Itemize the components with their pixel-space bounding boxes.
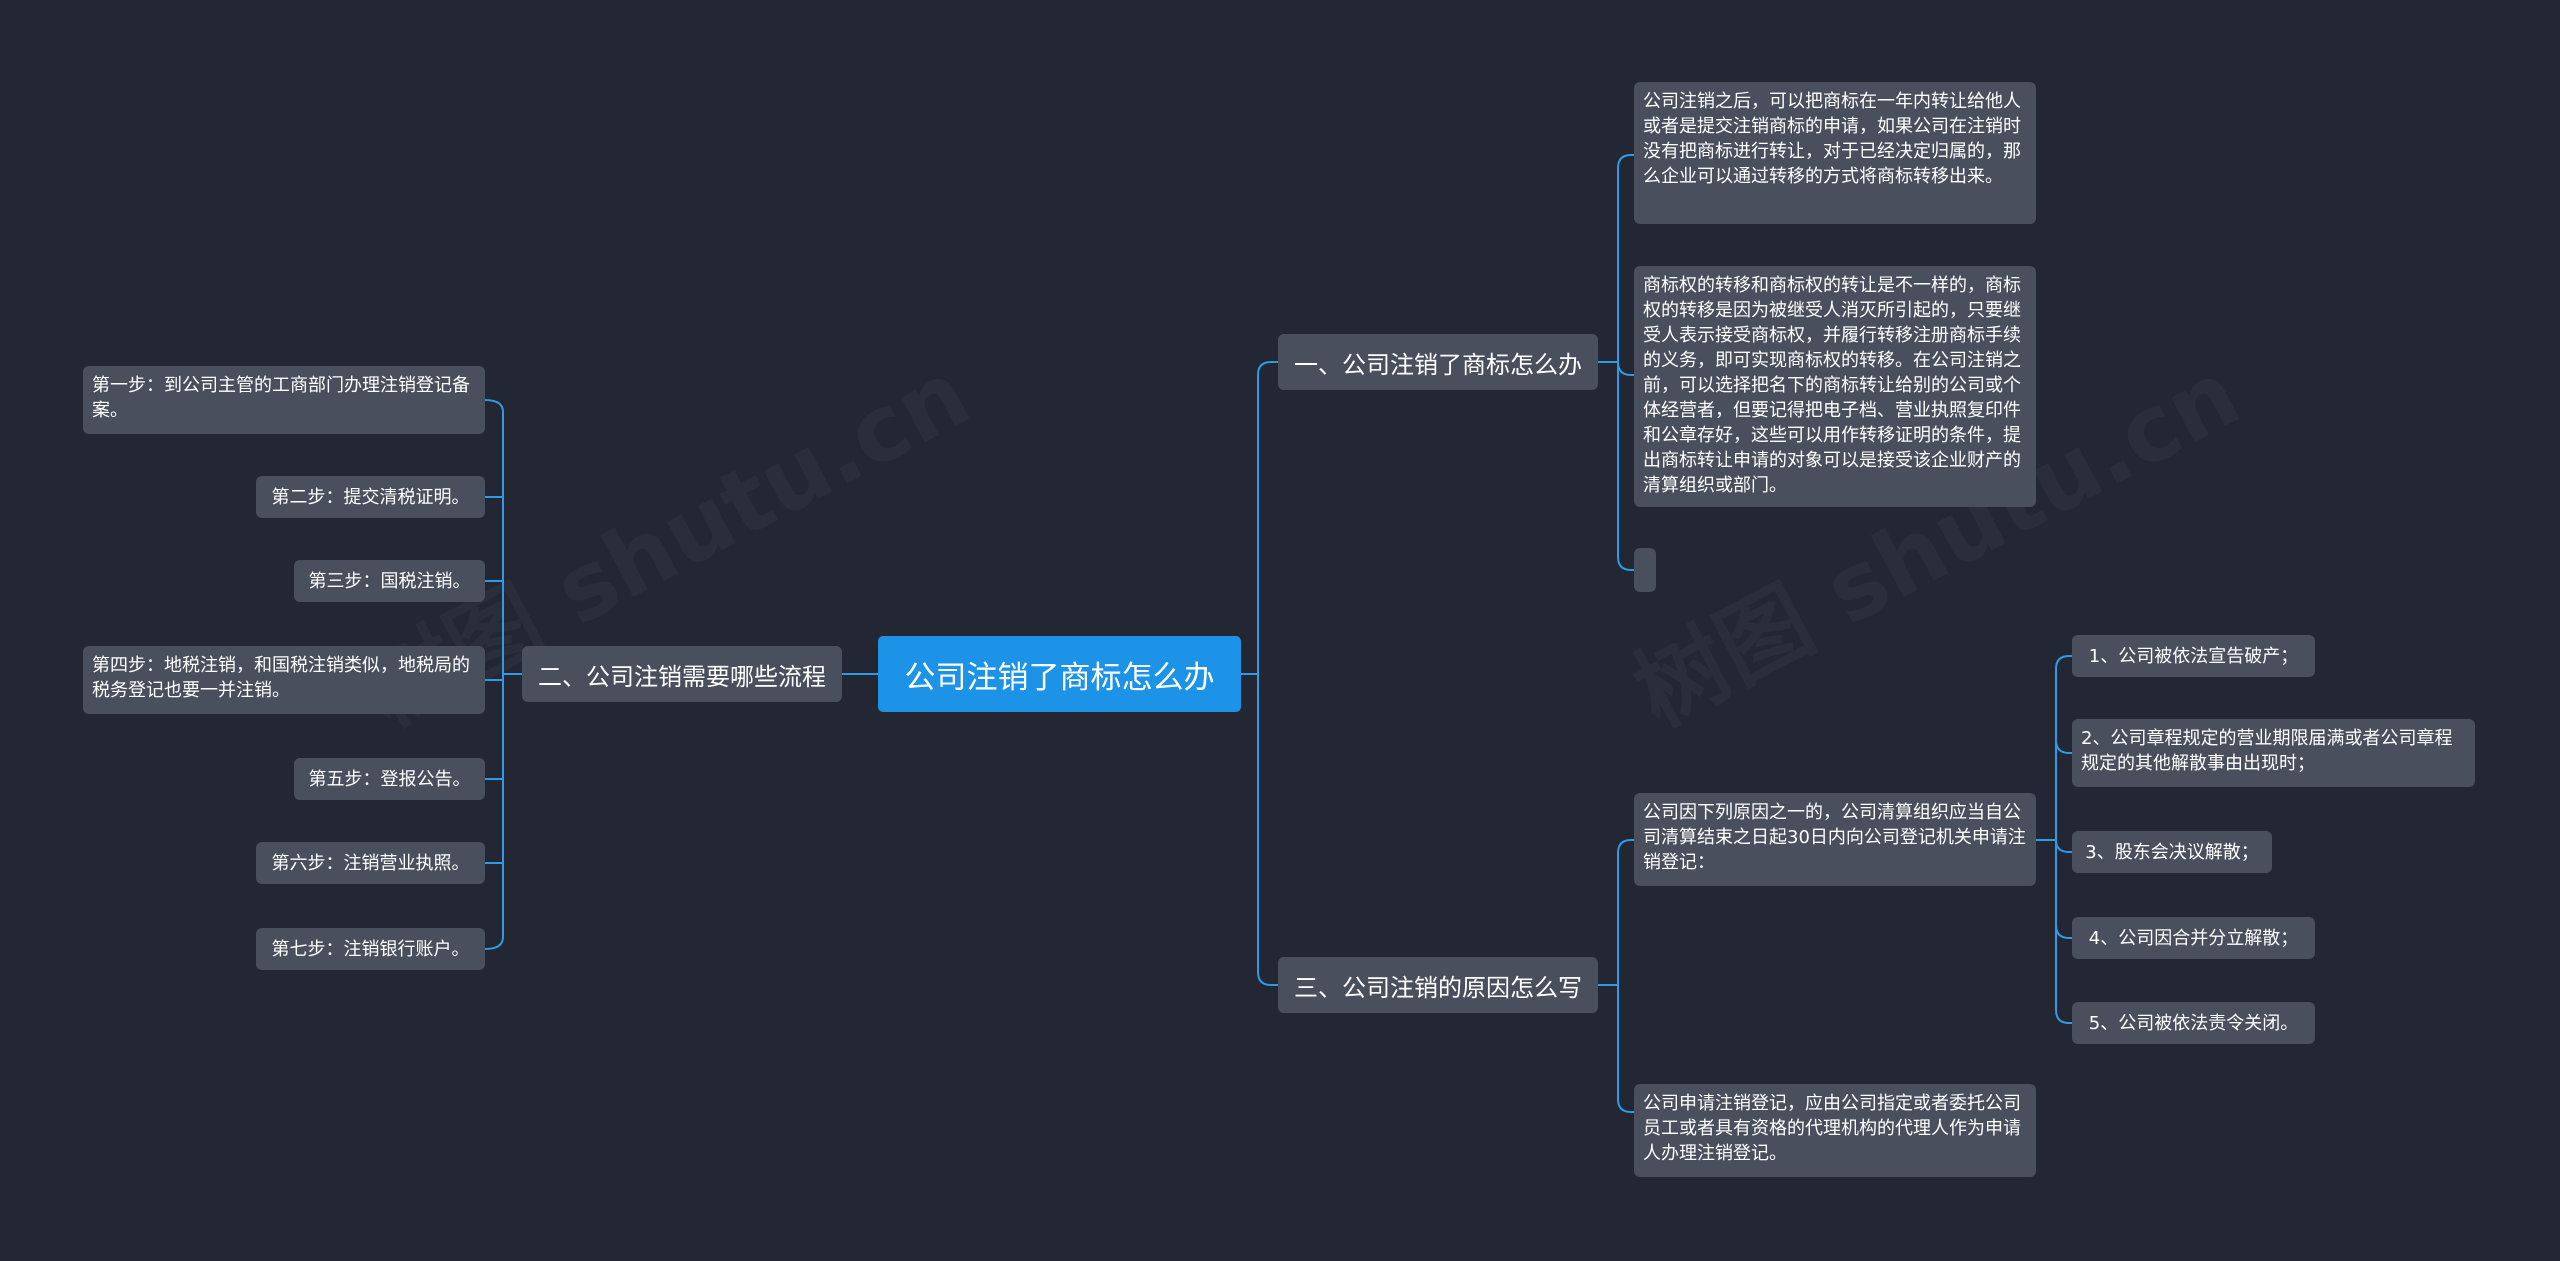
connector-b1-leaves [1598, 154, 1634, 571]
branch-deregistration-reasons[interactable]: 三、公司注销的原因怎么写 [1278, 957, 1598, 1013]
connector-b2-steps [484, 399, 522, 950]
connector-root-b3 [1257, 674, 1278, 986]
leaf-step-4[interactable]: 第四步：地税注销，和国税注销类似，地税局的税务登记也要一并注销。 [83, 646, 485, 714]
root-topic[interactable]: 公司注销了商标怎么办 [878, 636, 1241, 712]
leaf-trademark-transfer-detail[interactable]: 商标权的转移和商标权的转让是不一样的，商标权的转移是因为被继受人消灭所引起的，只… [1634, 266, 2036, 507]
leaf-reason-2[interactable]: 2、公司章程规定的营业期限届满或者公司章程规定的其他解散事由出现时； [2072, 719, 2475, 787]
connector-b3-leaves [1598, 839, 1634, 1113]
leaf-step-5[interactable]: 第五步：登报公告。 [294, 758, 485, 800]
leaf-step-7[interactable]: 第七步：注销银行账户。 [256, 928, 485, 970]
leaf-reason-4[interactable]: 4、公司因合并分立解散； [2072, 917, 2315, 959]
leaf-applicant[interactable]: 公司申请注销登记，应由公司指定或者委托公司员工或者具有资格的代理机构的代理人作为… [1634, 1084, 2036, 1177]
connector-reasons [2036, 655, 2072, 1024]
leaf-reason-1[interactable]: 1、公司被依法宣告破产； [2072, 635, 2315, 677]
leaf-step-3[interactable]: 第三步：国税注销。 [294, 560, 485, 602]
leaf-step-2[interactable]: 第二步：提交清税证明。 [256, 476, 485, 518]
branch-trademark-handling[interactable]: 一、公司注销了商标怎么办 [1278, 334, 1598, 390]
leaf-step-6[interactable]: 第六步：注销营业执照。 [256, 842, 485, 884]
leaf-reason-3[interactable]: 3、股东会决议解散； [2072, 831, 2272, 873]
leaf-step-1[interactable]: 第一步：到公司主管的工商部门办理注销登记备案。 [83, 366, 485, 434]
leaf-reason-5[interactable]: 5、公司被依法责令关闭。 [2072, 1002, 2315, 1044]
leaf-reasons-intro[interactable]: 公司因下列原因之一的，公司清算组织应当自公司清算结束之日起30日内向公司登记机关… [1634, 793, 2036, 886]
leaf-empty[interactable] [1634, 548, 1656, 592]
leaf-trademark-transfer[interactable]: 公司注销之后，可以把商标在一年内转让给他人或者是提交注销商标的申请，如果公司在注… [1634, 82, 2036, 224]
connector-root-b1 [1241, 361, 1278, 675]
branch-deregistration-process[interactable]: 二、公司注销需要哪些流程 [522, 646, 842, 702]
